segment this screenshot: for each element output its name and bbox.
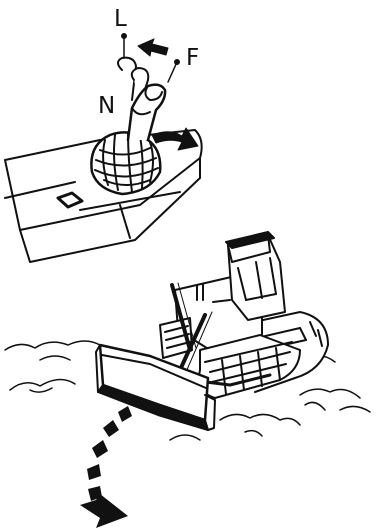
label-left: L: [114, 8, 127, 31]
label-neutral: N: [98, 95, 115, 118]
joystick-lever-icon: [91, 58, 165, 194]
direction-arrow-icon: [138, 39, 168, 56]
bulldozer-icon: [96, 232, 328, 430]
label-forward: F: [186, 47, 199, 70]
turn-direction-arrow: [80, 406, 132, 528]
